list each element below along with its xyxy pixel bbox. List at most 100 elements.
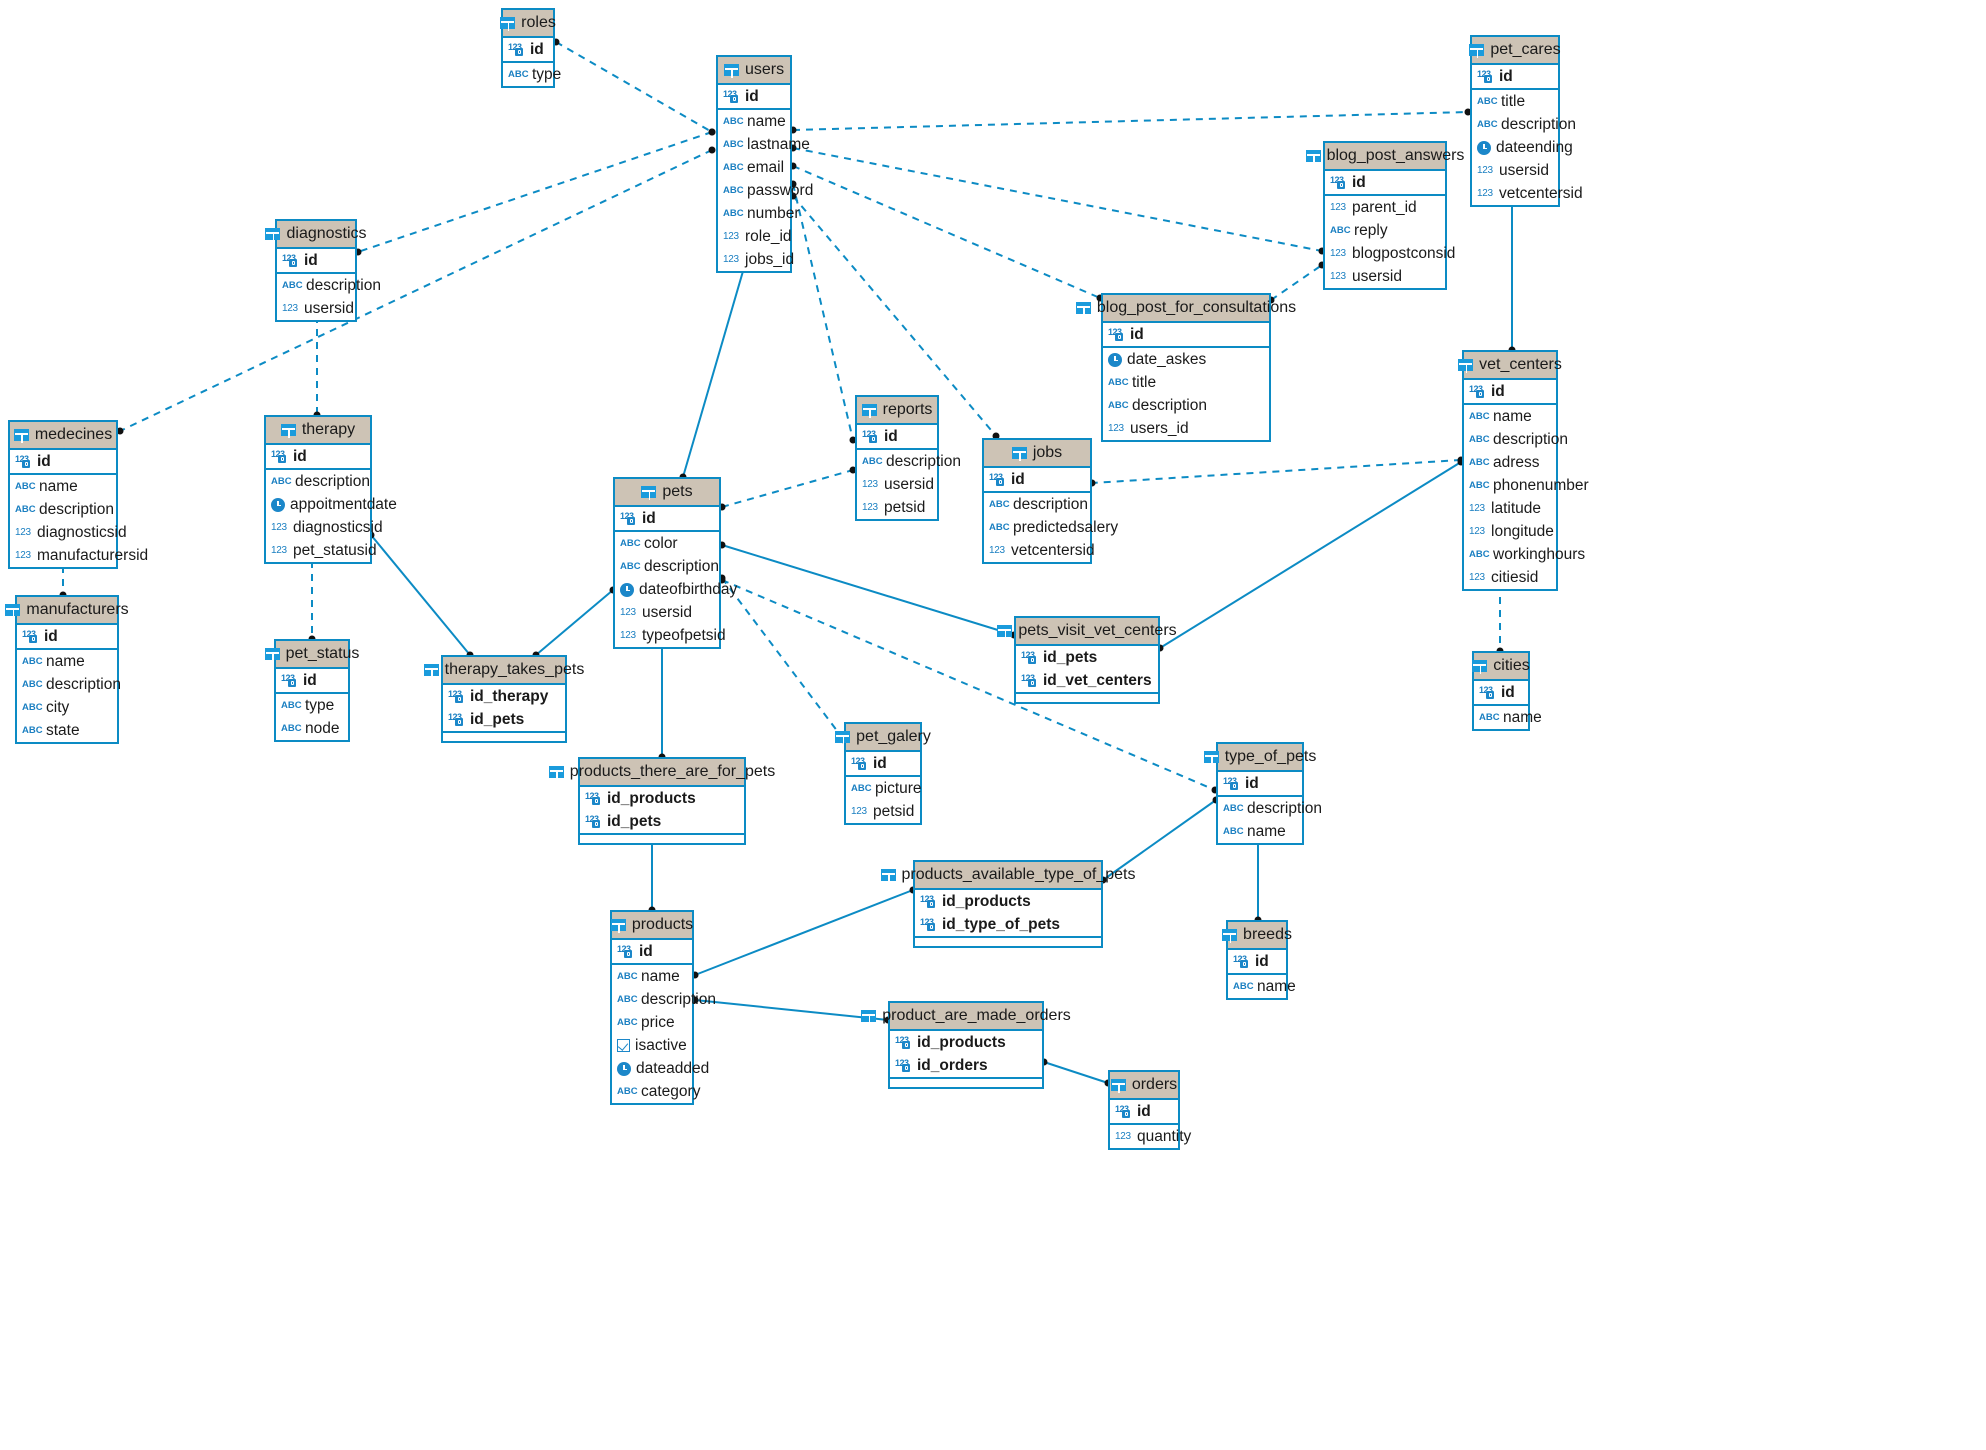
table-header-blog_post_for_consultations[interactable]: blog_post_for_consultations: [1075, 295, 1296, 323]
column-row[interactable]: dateending: [1472, 136, 1573, 159]
table-header-orders[interactable]: orders: [1110, 1072, 1178, 1100]
column-row[interactable]: dateofbirthday: [615, 578, 737, 601]
table-header-medecines[interactable]: medecines: [10, 422, 116, 450]
table-header-jobs[interactable]: jobs: [984, 440, 1090, 468]
table-header-product_are_made_orders[interactable]: product_are_made_orders: [861, 1003, 1071, 1031]
table-header-users[interactable]: users: [718, 57, 790, 85]
table-header-diagnostics[interactable]: diagnostics: [265, 221, 367, 249]
table-header-pets_visit_vet_centers[interactable]: pets_visit_vet_centers: [997, 618, 1177, 646]
table-header-pet_cares[interactable]: pet_cares: [1469, 37, 1561, 65]
table-header-manufacturers[interactable]: manufacturers: [5, 597, 129, 625]
column-row[interactable]: date_askes: [1103, 348, 1269, 371]
table-header-vet_centers[interactable]: vet_centers: [1458, 352, 1562, 380]
table-header-cities[interactable]: cities: [1472, 653, 1530, 681]
table-header-products_there_are_for_pets[interactable]: products_there_are_for_pets: [548, 759, 775, 787]
table-header-therapy[interactable]: therapy: [266, 417, 370, 445]
column-row[interactable]: appoitmentdate: [266, 493, 397, 516]
column-row[interactable]: dateadded: [612, 1057, 709, 1080]
table-header-therapy_takes_pets[interactable]: therapy_takes_pets: [423, 657, 584, 685]
column-row[interactable]: isactive: [612, 1034, 692, 1057]
